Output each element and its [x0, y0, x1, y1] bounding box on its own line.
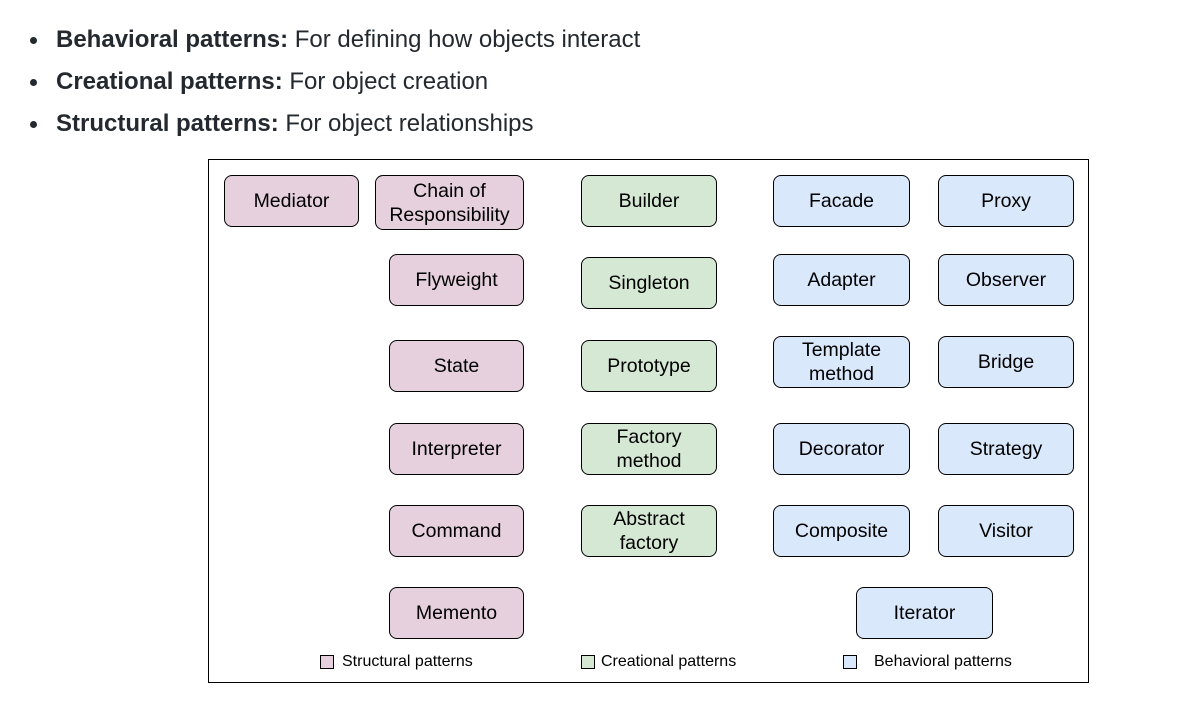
node-flyweight: Flyweight [389, 254, 524, 306]
node-observer: Observer [938, 254, 1074, 306]
node-proxy: Proxy [938, 175, 1074, 227]
legend-creational-swatch [581, 655, 595, 669]
bullet-description: For defining how objects interact [288, 26, 641, 53]
legend-structural-swatch [320, 655, 334, 669]
bullet-dot [30, 37, 37, 44]
legend-behavioral-swatch [843, 655, 857, 669]
node-prototype: Prototype [581, 340, 717, 392]
bullet-text: Creational patterns: For object creation [56, 67, 488, 97]
legend-creational-label: Creational patterns [601, 653, 737, 670]
node-abstract-factory: Abstract factory [581, 505, 717, 557]
bullet-dot [30, 121, 37, 128]
node-iterator: Iterator [856, 587, 993, 639]
legend-structural: Structural patterns [320, 652, 520, 672]
node-template-method: Template method [773, 336, 910, 388]
legend-behavioral: Behavioral patterns [843, 652, 1063, 672]
bullet-term: Structural patterns: [56, 110, 279, 137]
legend-behavioral-label: Behavioral patterns [874, 653, 1012, 670]
node-builder: Builder [581, 175, 717, 227]
node-facade: Facade [773, 175, 910, 227]
node-factory-method: Factory method [581, 423, 717, 475]
bullet-term: Creational patterns: [56, 68, 283, 95]
bullet-description: For object relationships [278, 110, 534, 137]
design-patterns-diagram: Mediator Chain of Responsibility Flyweig… [208, 159, 1089, 683]
bullet-text: Behavioral patterns: For defining how ob… [56, 25, 640, 55]
node-mediator: Mediator [224, 175, 359, 227]
legend-structural-label: Structural patterns [342, 653, 473, 670]
node-decorator: Decorator [773, 423, 910, 475]
node-interpreter: Interpreter [389, 423, 524, 475]
node-command: Command [389, 505, 524, 557]
node-memento: Memento [389, 587, 524, 639]
node-state: State [389, 340, 524, 392]
bullet-term: Behavioral patterns: [56, 26, 289, 53]
node-adapter: Adapter [773, 254, 910, 306]
node-singleton: Singleton [581, 257, 717, 309]
node-composite: Composite [773, 505, 910, 557]
node-strategy: Strategy [938, 423, 1074, 475]
node-bridge: Bridge [938, 336, 1074, 388]
legend-creational: Creational patterns [581, 652, 781, 672]
node-chain-of-responsibility: Chain of Responsibility [375, 175, 524, 230]
bullet-dot [30, 79, 37, 86]
bullet-description: For object creation [282, 68, 489, 95]
node-visitor: Visitor [938, 505, 1074, 557]
bullet-text: Structural patterns: For object relation… [56, 109, 534, 139]
